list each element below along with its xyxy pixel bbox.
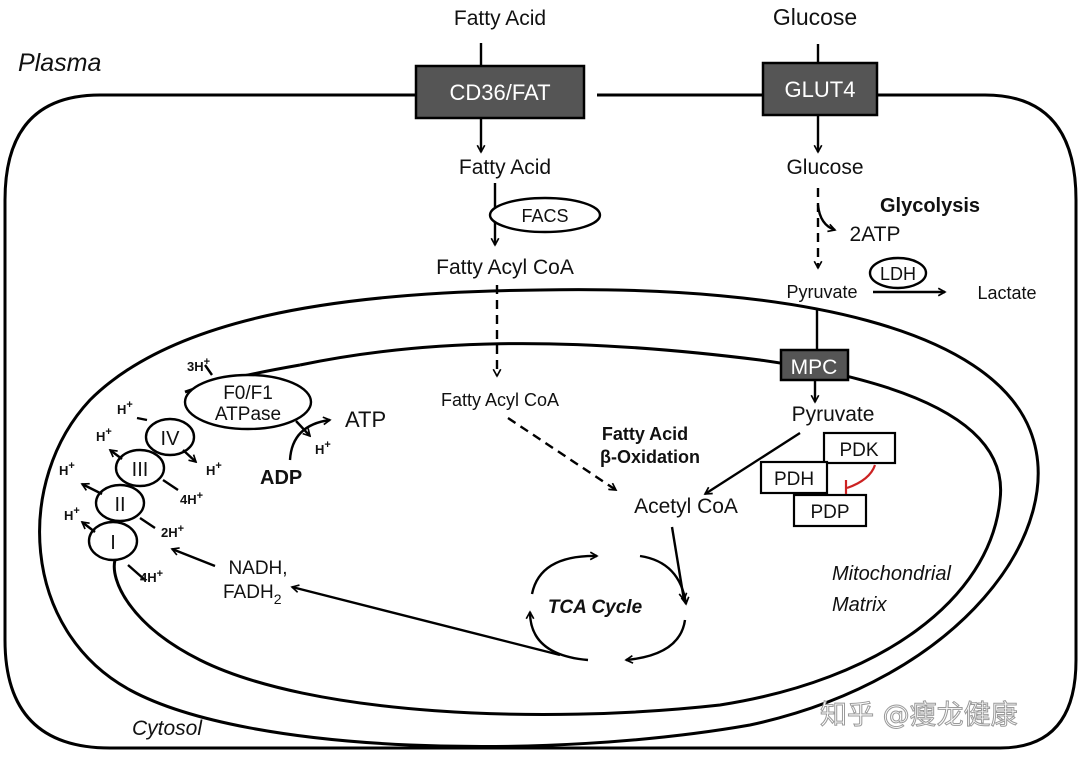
glucose-extracellular-label: Glucose	[773, 4, 857, 30]
atpase-stub	[204, 364, 213, 376]
matrix-label-2: Matrix	[832, 594, 887, 616]
proton-4h-label-b: 4H+	[140, 568, 163, 585]
lactate-label: Lactate	[977, 283, 1036, 303]
fatty-acyl-coa-matrix-label: Fatty Acyl CoA	[441, 390, 559, 410]
adp-label: ADP	[260, 467, 302, 489]
tca-to-nadh-arrow	[292, 587, 561, 657]
nadh-label: NADH,	[228, 558, 287, 579]
mito-inner-membrane	[112, 342, 1003, 716]
complex-ii-proton-arrow	[82, 484, 103, 496]
beta-oxidation-label-1: Fatty Acid	[602, 424, 688, 444]
ldh-label: LDH	[880, 264, 916, 284]
atpase-proton-arrow	[295, 420, 310, 436]
pdh-label: PDH	[774, 469, 814, 490]
pdk-inhibits-pdp-arrow	[846, 464, 877, 490]
acetyl-coa-label: Acetyl CoA	[634, 495, 738, 518]
etc-chain: I II III IV F0/F1 ATPase H+ H+ H+ H+ H+ …	[59, 356, 386, 585]
pdh-box	[759, 460, 829, 495]
atp-yield-arrow	[816, 204, 835, 230]
complex-ii-stub	[139, 517, 156, 529]
complex-i	[87, 520, 139, 562]
complex-ii-label: II	[114, 494, 125, 516]
pdk-label: PDK	[839, 440, 878, 461]
complex-iii-stub	[162, 479, 179, 491]
fatty-acid-extracellular-label: Fatty Acid	[454, 7, 546, 30]
mpc-label: MPC	[791, 356, 838, 379]
proton-2h-label: 2H+	[161, 523, 184, 540]
glut4-label: GLUT4	[785, 77, 856, 102]
pdp-box	[792, 493, 868, 528]
proton-3h-label: 3H+	[187, 356, 210, 374]
complex-ii	[94, 483, 146, 523]
beta-oxidation-label-2: β-Oxidation	[600, 447, 700, 467]
pdh-arrow	[705, 431, 801, 496]
watermark: 知乎 @瘦龙健康	[820, 700, 1018, 731]
facs-label: FACS	[521, 206, 568, 226]
h-plus-label-2: H+	[59, 460, 75, 478]
complex-iv-stub	[136, 416, 148, 422]
atpase-label-1: F0/F1	[223, 383, 273, 404]
adp-to-atp-arrow	[288, 420, 330, 461]
tca-cycle-label: TCA Cycle	[548, 597, 643, 618]
glucose-cytosolic-label: Glucose	[786, 156, 863, 179]
h-plus-label-5: H+	[206, 460, 222, 478]
complex-iii-label: III	[132, 459, 149, 481]
proton-4h-label-a: 4H+	[180, 490, 203, 507]
beta-oxidation-arrow	[507, 417, 616, 491]
tca-arc-bottom-right	[626, 619, 687, 660]
pdp-label: PDP	[810, 502, 849, 523]
tca-arc-bottom-left	[530, 612, 589, 662]
atp-label: ATP	[345, 407, 386, 432]
complex-iv-label: IV	[161, 428, 181, 450]
glut4-transporter	[761, 61, 879, 117]
matrix-label-1: Mitochondrial	[832, 563, 952, 585]
pyruvate-matrix-label: Pyruvate	[792, 403, 875, 426]
f0f1-atpase	[183, 373, 313, 431]
cd36-fat-label: CD36/FAT	[449, 80, 550, 105]
mpc-carrier	[779, 348, 850, 382]
complex-i-label: I	[110, 532, 116, 554]
complex-iii	[114, 448, 166, 488]
complex-iv-proton-arrow	[182, 449, 196, 462]
atp-yield-label: 2ATP	[850, 223, 901, 246]
ldh-enzyme	[868, 256, 928, 290]
cd36-fat-transporter	[414, 64, 586, 120]
fatty-acyl-coa-cytosol-label: Fatty Acyl CoA	[436, 256, 574, 279]
h-plus-label-3: H+	[96, 426, 112, 444]
atpase-label-2: ATPase	[215, 404, 281, 425]
pyruvate-cytosol-label: Pyruvate	[786, 282, 857, 302]
complex-i-stub	[127, 564, 146, 581]
h-plus-label-1: H+	[64, 505, 80, 523]
h-plus-label-6: H+	[315, 439, 331, 457]
h-plus-label-4: H+	[117, 399, 133, 417]
tca-arc-top-left	[530, 556, 597, 595]
complex-iii-proton-arrow	[110, 450, 123, 460]
tca-arc-top-right	[639, 554, 686, 604]
complex-i-proton-arrow	[82, 522, 96, 533]
complex-iv	[144, 417, 196, 457]
mito-outer-membrane	[38, 288, 1040, 748]
cytosol-label: Cytosol	[132, 717, 203, 740]
plasma-label: Plasma	[18, 49, 101, 77]
fatty-acid-cytosolic-label: Fatty Acid	[459, 156, 551, 179]
fadh-label: FADH2	[223, 582, 282, 607]
glycolysis-label: Glycolysis	[880, 195, 980, 217]
facs-enzyme	[488, 196, 602, 234]
nadh-to-complex-arrow	[172, 549, 216, 568]
pdk-box	[822, 431, 897, 465]
plasma-membrane	[3, 93, 1078, 750]
